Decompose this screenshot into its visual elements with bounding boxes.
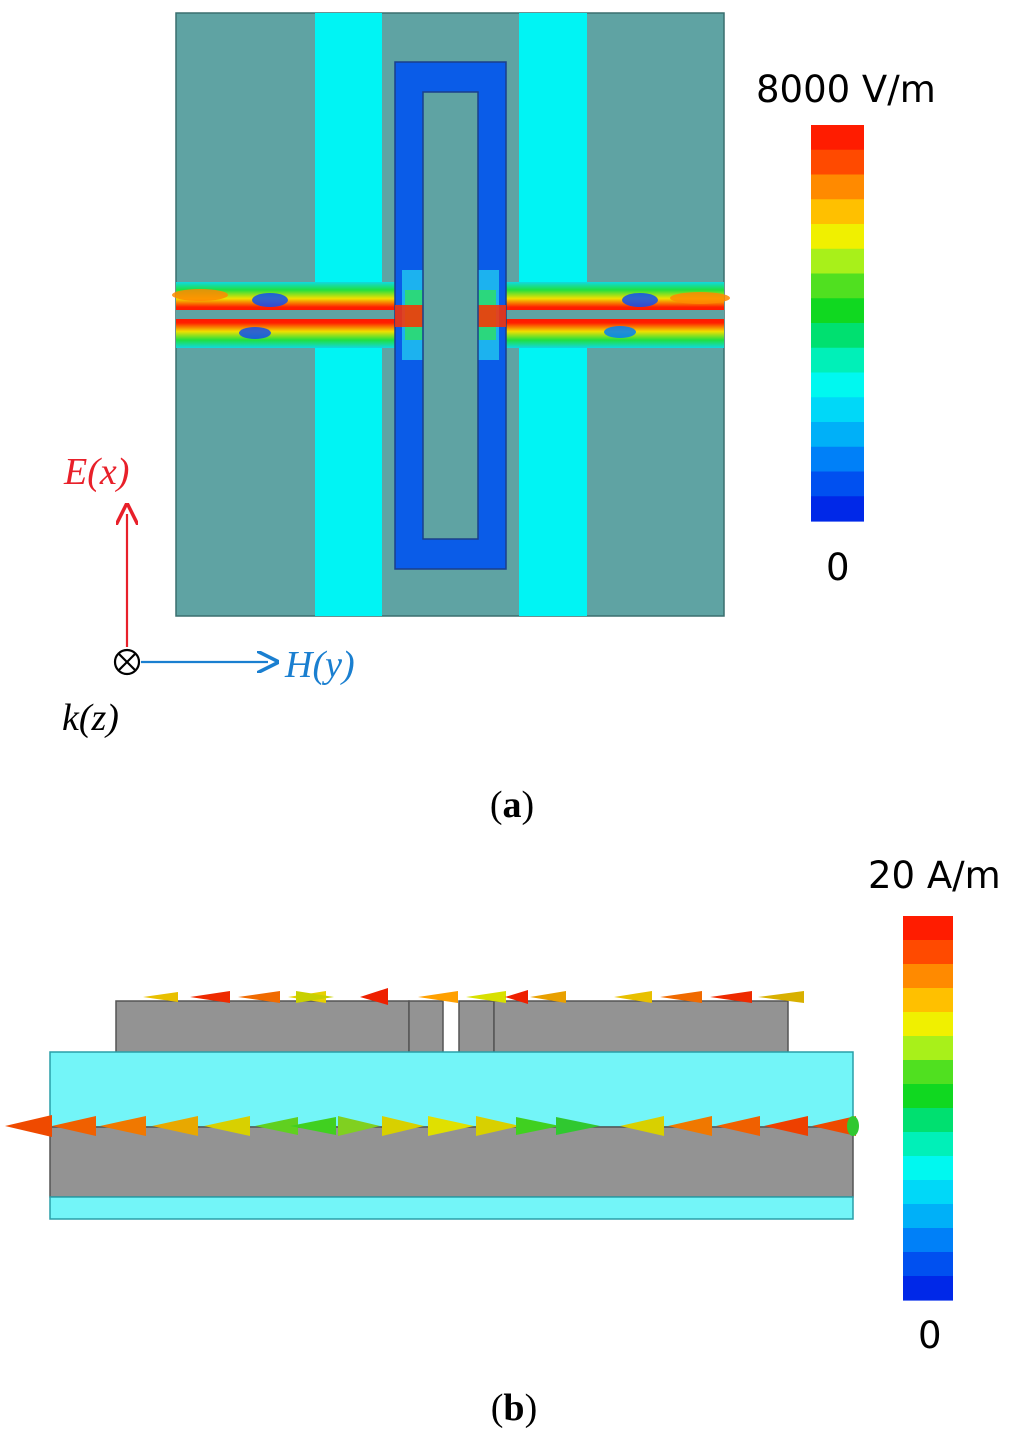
top-metal-gap-right (458, 1000, 495, 1054)
colorbar-a-swatch-11 (811, 397, 864, 423)
colorbar-a-swatch-7 (811, 298, 864, 324)
caption-b: (b) (491, 1387, 537, 1429)
colorbar-a-swatch-5 (811, 248, 864, 275)
h-axis-label: H(y) (284, 644, 355, 686)
colorbar-a-swatch-12 (811, 422, 864, 448)
colorbar-b-swatch-5 (903, 1036, 953, 1061)
scale-max-label-b: 20 A/m (868, 854, 1001, 897)
k-axis-label: k(z) (62, 697, 119, 739)
colorbar-b-swatch-13 (903, 1228, 953, 1253)
colorbar-a-swatch-1 (811, 149, 864, 176)
colorbar-a-swatch-6 (811, 273, 864, 299)
caption-a: (a) (490, 784, 534, 826)
colorbar-b-swatch-9 (903, 1132, 953, 1157)
colorbar-a-swatch-0 (811, 125, 864, 151)
bottom-dielectric (49, 1196, 854, 1220)
colorbar-b-swatch-6 (903, 1060, 953, 1085)
colorbar-b-swatch-10 (903, 1156, 953, 1181)
panel-a: 8000 V/m 0 E(x) H(y) k(z) (a) (62, 12, 936, 826)
colorbar-b (903, 916, 953, 1301)
current-arrows-middle (5, 1115, 859, 1137)
scale-max-label-a: 8000 V/m (756, 68, 936, 111)
colorbar-b-swatch-11 (903, 1180, 953, 1205)
axes: E(x) H(y) k(z) (62, 451, 355, 739)
colorbar-b-swatch-1 (903, 940, 953, 965)
colorbar-a (811, 125, 864, 522)
colorbar-a-swatch-15 (811, 496, 864, 522)
colorbar-a-swatch-10 (811, 372, 864, 398)
colorbar-b-swatch-7 (903, 1084, 953, 1109)
colorbar-b-swatch-4 (903, 1012, 953, 1037)
colorbar-b-swatch-0 (903, 916, 953, 941)
colorbar-a-swatch-3 (811, 199, 864, 225)
k-axis-icon (113, 648, 141, 676)
colorbar-a-swatch-9 (811, 347, 864, 374)
colorbar-b-swatch-2 (903, 964, 953, 989)
colorbar-b-swatch-14 (903, 1252, 953, 1277)
colorbar-b-swatch-15 (903, 1276, 953, 1301)
colorbar-b-swatch-12 (903, 1204, 953, 1229)
panel-b: 20 A/m 0 (b) (5, 854, 1001, 1429)
colorbar-a-swatch-2 (811, 174, 864, 200)
scale-min-label-a: 0 (826, 546, 850, 589)
colorbar-a-swatch-13 (811, 446, 864, 473)
ring-inner (422, 91, 479, 540)
e-axis-label: E(x) (63, 451, 129, 493)
scale-min-label-b: 0 (918, 1314, 942, 1357)
cross-section (49, 1000, 854, 1220)
top-metal-gap-left (408, 1000, 444, 1054)
colorbar-a-swatch-8 (811, 323, 864, 349)
field-map (172, 12, 730, 617)
colorbar-a-swatch-4 (811, 224, 864, 250)
current-arrows-top (143, 988, 804, 1005)
field-band-spots (172, 289, 730, 339)
colorbar-b-swatch-8 (903, 1108, 953, 1133)
top-metal-right (493, 1000, 789, 1054)
top-metal-left (115, 1000, 410, 1054)
colorbar-b-swatch-3 (903, 988, 953, 1013)
dielectric-layer (49, 1051, 854, 1128)
ground-metal (49, 1126, 854, 1198)
colorbar-a-swatch-14 (811, 471, 864, 497)
